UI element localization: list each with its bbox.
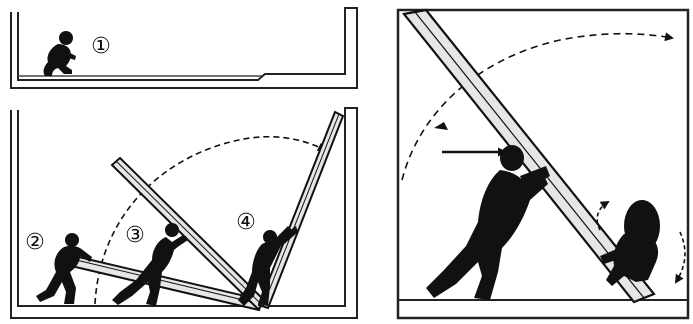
crouching-person-icon [44,31,76,76]
panel-detail-view [398,10,688,318]
pushing-person-icon [112,223,188,306]
arc-mid-arrowhead [434,122,448,130]
motion-arrow-right [676,232,685,282]
panel-step-1: ① [11,8,357,88]
step-label-1: ① [91,34,111,59]
upright-pushing-person-icon [238,226,298,306]
step-label-3: ③ [125,223,145,248]
step-label-2: ② [25,230,45,255]
panel-steps-2-4: ② ③ ④ [11,108,357,318]
step-label-4: ④ [236,210,256,235]
